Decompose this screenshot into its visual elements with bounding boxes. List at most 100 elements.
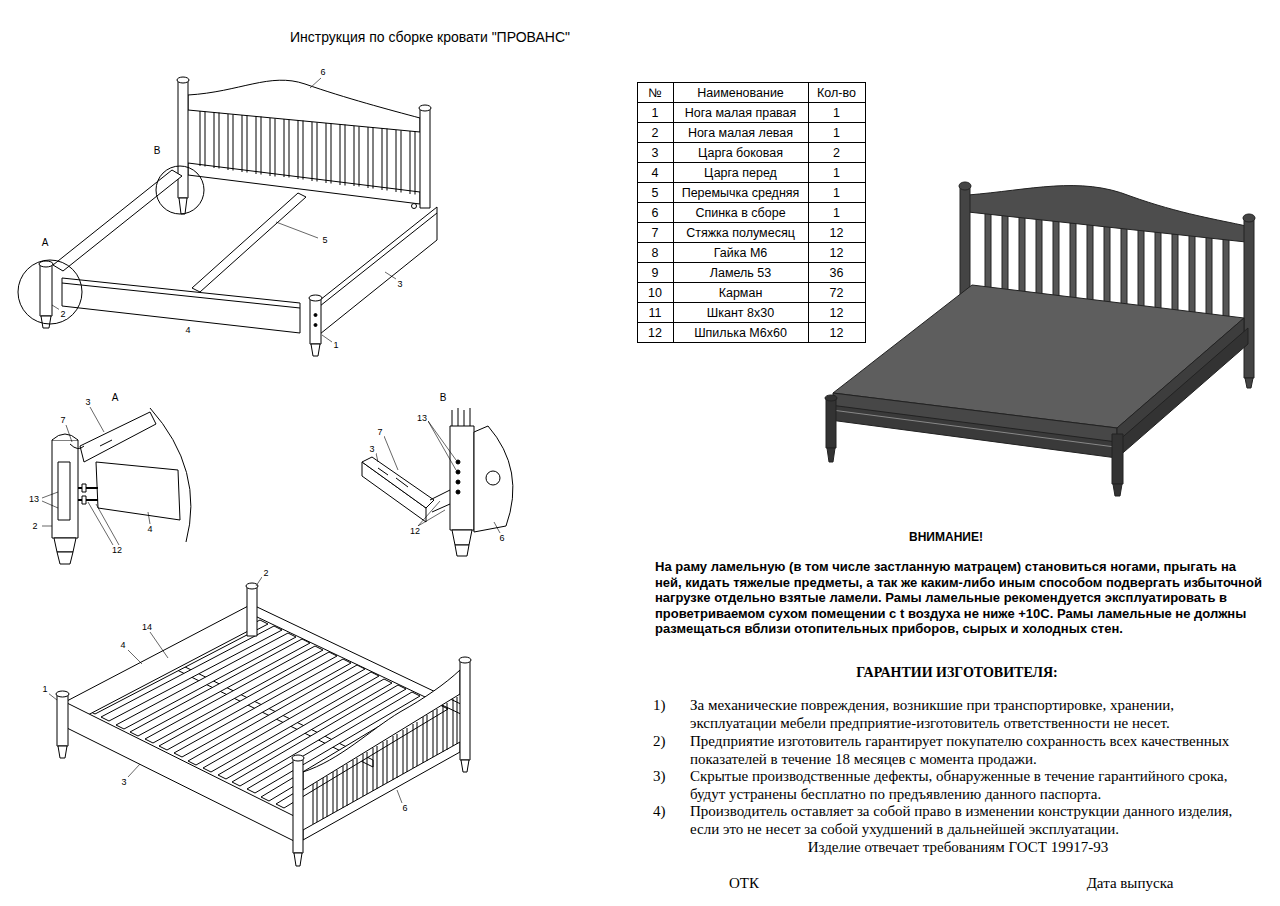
- callout-number: 2: [31, 521, 38, 531]
- table-cell: 6: [652, 206, 659, 220]
- exploded-view: [188, 80, 420, 132]
- leader-line: [48, 577, 402, 803]
- table-cell: 72: [830, 286, 844, 300]
- exploded-view: [420, 108, 430, 208]
- assembled-frame: [460, 660, 470, 760]
- callout-number: 6: [401, 803, 408, 813]
- guarantee-text: Скрытые производственные дефекты, обнару…: [690, 768, 1255, 803]
- callout-number: 13: [416, 413, 428, 423]
- list-number: 4): [653, 803, 666, 821]
- detail-label: В: [439, 392, 448, 403]
- detail-b: [362, 408, 513, 556]
- exploded-view: [40, 264, 52, 316]
- callout-number: 2: [59, 309, 66, 319]
- table-cell: 10: [648, 286, 662, 300]
- detail-b: [455, 545, 469, 556]
- detail-label: А: [111, 392, 120, 403]
- table-cell: 1: [833, 186, 840, 200]
- detail-a: [57, 552, 73, 564]
- exploded-view: [177, 77, 189, 83]
- bed-render: [959, 182, 971, 190]
- leader-line: [42, 407, 150, 545]
- callout-number: 13: [28, 494, 40, 504]
- table-header: Наименование: [697, 86, 784, 100]
- detail-a: [100, 440, 112, 446]
- table-cell: Спинка в сборе: [695, 206, 785, 220]
- warning-heading: ВНИМАНИЕ!: [909, 530, 983, 544]
- callout-number: 1: [41, 684, 48, 694]
- bed-render: [1112, 434, 1123, 484]
- exploded-view: [309, 295, 322, 301]
- table-cell: Шкант 8х30: [707, 306, 774, 320]
- detail-label: В: [153, 145, 162, 156]
- table-grid: [638, 83, 866, 343]
- assembled-frame: [294, 853, 302, 866]
- table-cell: 5: [652, 186, 659, 200]
- exploded-view: [62, 283, 300, 308]
- callout-number: 12: [409, 526, 421, 536]
- table-cell: 2: [652, 126, 659, 140]
- guarantee-text: За механические повреждения, возникшие п…: [690, 697, 1255, 732]
- bed-render: [1206, 237, 1212, 320]
- callout-number: 6: [319, 67, 326, 77]
- bed-render: [1243, 214, 1255, 222]
- assembled-frame: [56, 691, 69, 697]
- bed-render: [1172, 234, 1178, 320]
- callout-number: 7: [59, 415, 66, 425]
- detail-a: [52, 408, 191, 564]
- detail-b: [456, 470, 460, 474]
- table-cell: 11: [649, 306, 662, 320]
- detail-b: [452, 530, 472, 545]
- detail-b: [486, 471, 500, 485]
- table-cell: Нога малая левая: [688, 126, 793, 140]
- bed-render: [1155, 232, 1161, 320]
- warning-text: На раму ламельную (в том числе застланну…: [655, 559, 1263, 637]
- table-cell: 12: [830, 226, 844, 240]
- table-cell: 4: [652, 166, 659, 180]
- table-cell: 9: [652, 266, 659, 280]
- standard-note: Изделие отвечает требованиям ГОСТ 19917-…: [808, 839, 1109, 856]
- exploded-view: [41, 316, 51, 328]
- table-cell: 1: [833, 126, 840, 140]
- table-cell: 1: [833, 166, 840, 180]
- detail-a: [54, 538, 76, 552]
- bed-render: [825, 182, 1255, 496]
- bed-render: [1223, 239, 1229, 320]
- bed-render: [968, 186, 1246, 242]
- detail-a: [52, 434, 78, 440]
- callout-number: 7: [376, 427, 383, 437]
- assembled-frame: [292, 755, 304, 761]
- leader-line: [52, 78, 396, 342]
- detail-a: [82, 496, 86, 504]
- exploded-view: [18, 77, 437, 356]
- list-number: 3): [653, 768, 666, 786]
- table-grid: [638, 83, 866, 343]
- detail-b: [456, 490, 460, 494]
- exploded-view: [192, 193, 306, 292]
- table-cell: Стяжка полумесяц: [686, 226, 795, 240]
- assembled-frame: [313, 699, 453, 824]
- table-grid: [638, 103, 866, 323]
- detail-b: [362, 457, 434, 508]
- detail-a: [58, 462, 70, 520]
- assembled-frame: [303, 670, 460, 790]
- callout-number: 14: [141, 622, 153, 632]
- detail-b: [378, 468, 408, 487]
- callout-number: 12: [111, 545, 123, 555]
- bed-render: [1244, 218, 1254, 378]
- table-header: Кол-во: [817, 86, 856, 100]
- detail-b: [456, 480, 460, 484]
- leader-line: [48, 577, 402, 803]
- assembled-frame: [293, 758, 303, 853]
- table-cell: 36: [830, 266, 844, 280]
- assembled-frame: [57, 694, 68, 746]
- bed-render: [1113, 484, 1122, 496]
- assembled-frame: [65, 702, 298, 843]
- bed-render: [1117, 328, 1248, 458]
- signature-field: ОТК: [729, 875, 759, 892]
- table-cell: 12: [830, 326, 844, 340]
- leader-line: [52, 78, 396, 342]
- table-cell: 7: [652, 226, 659, 240]
- exploded-view: [39, 261, 53, 267]
